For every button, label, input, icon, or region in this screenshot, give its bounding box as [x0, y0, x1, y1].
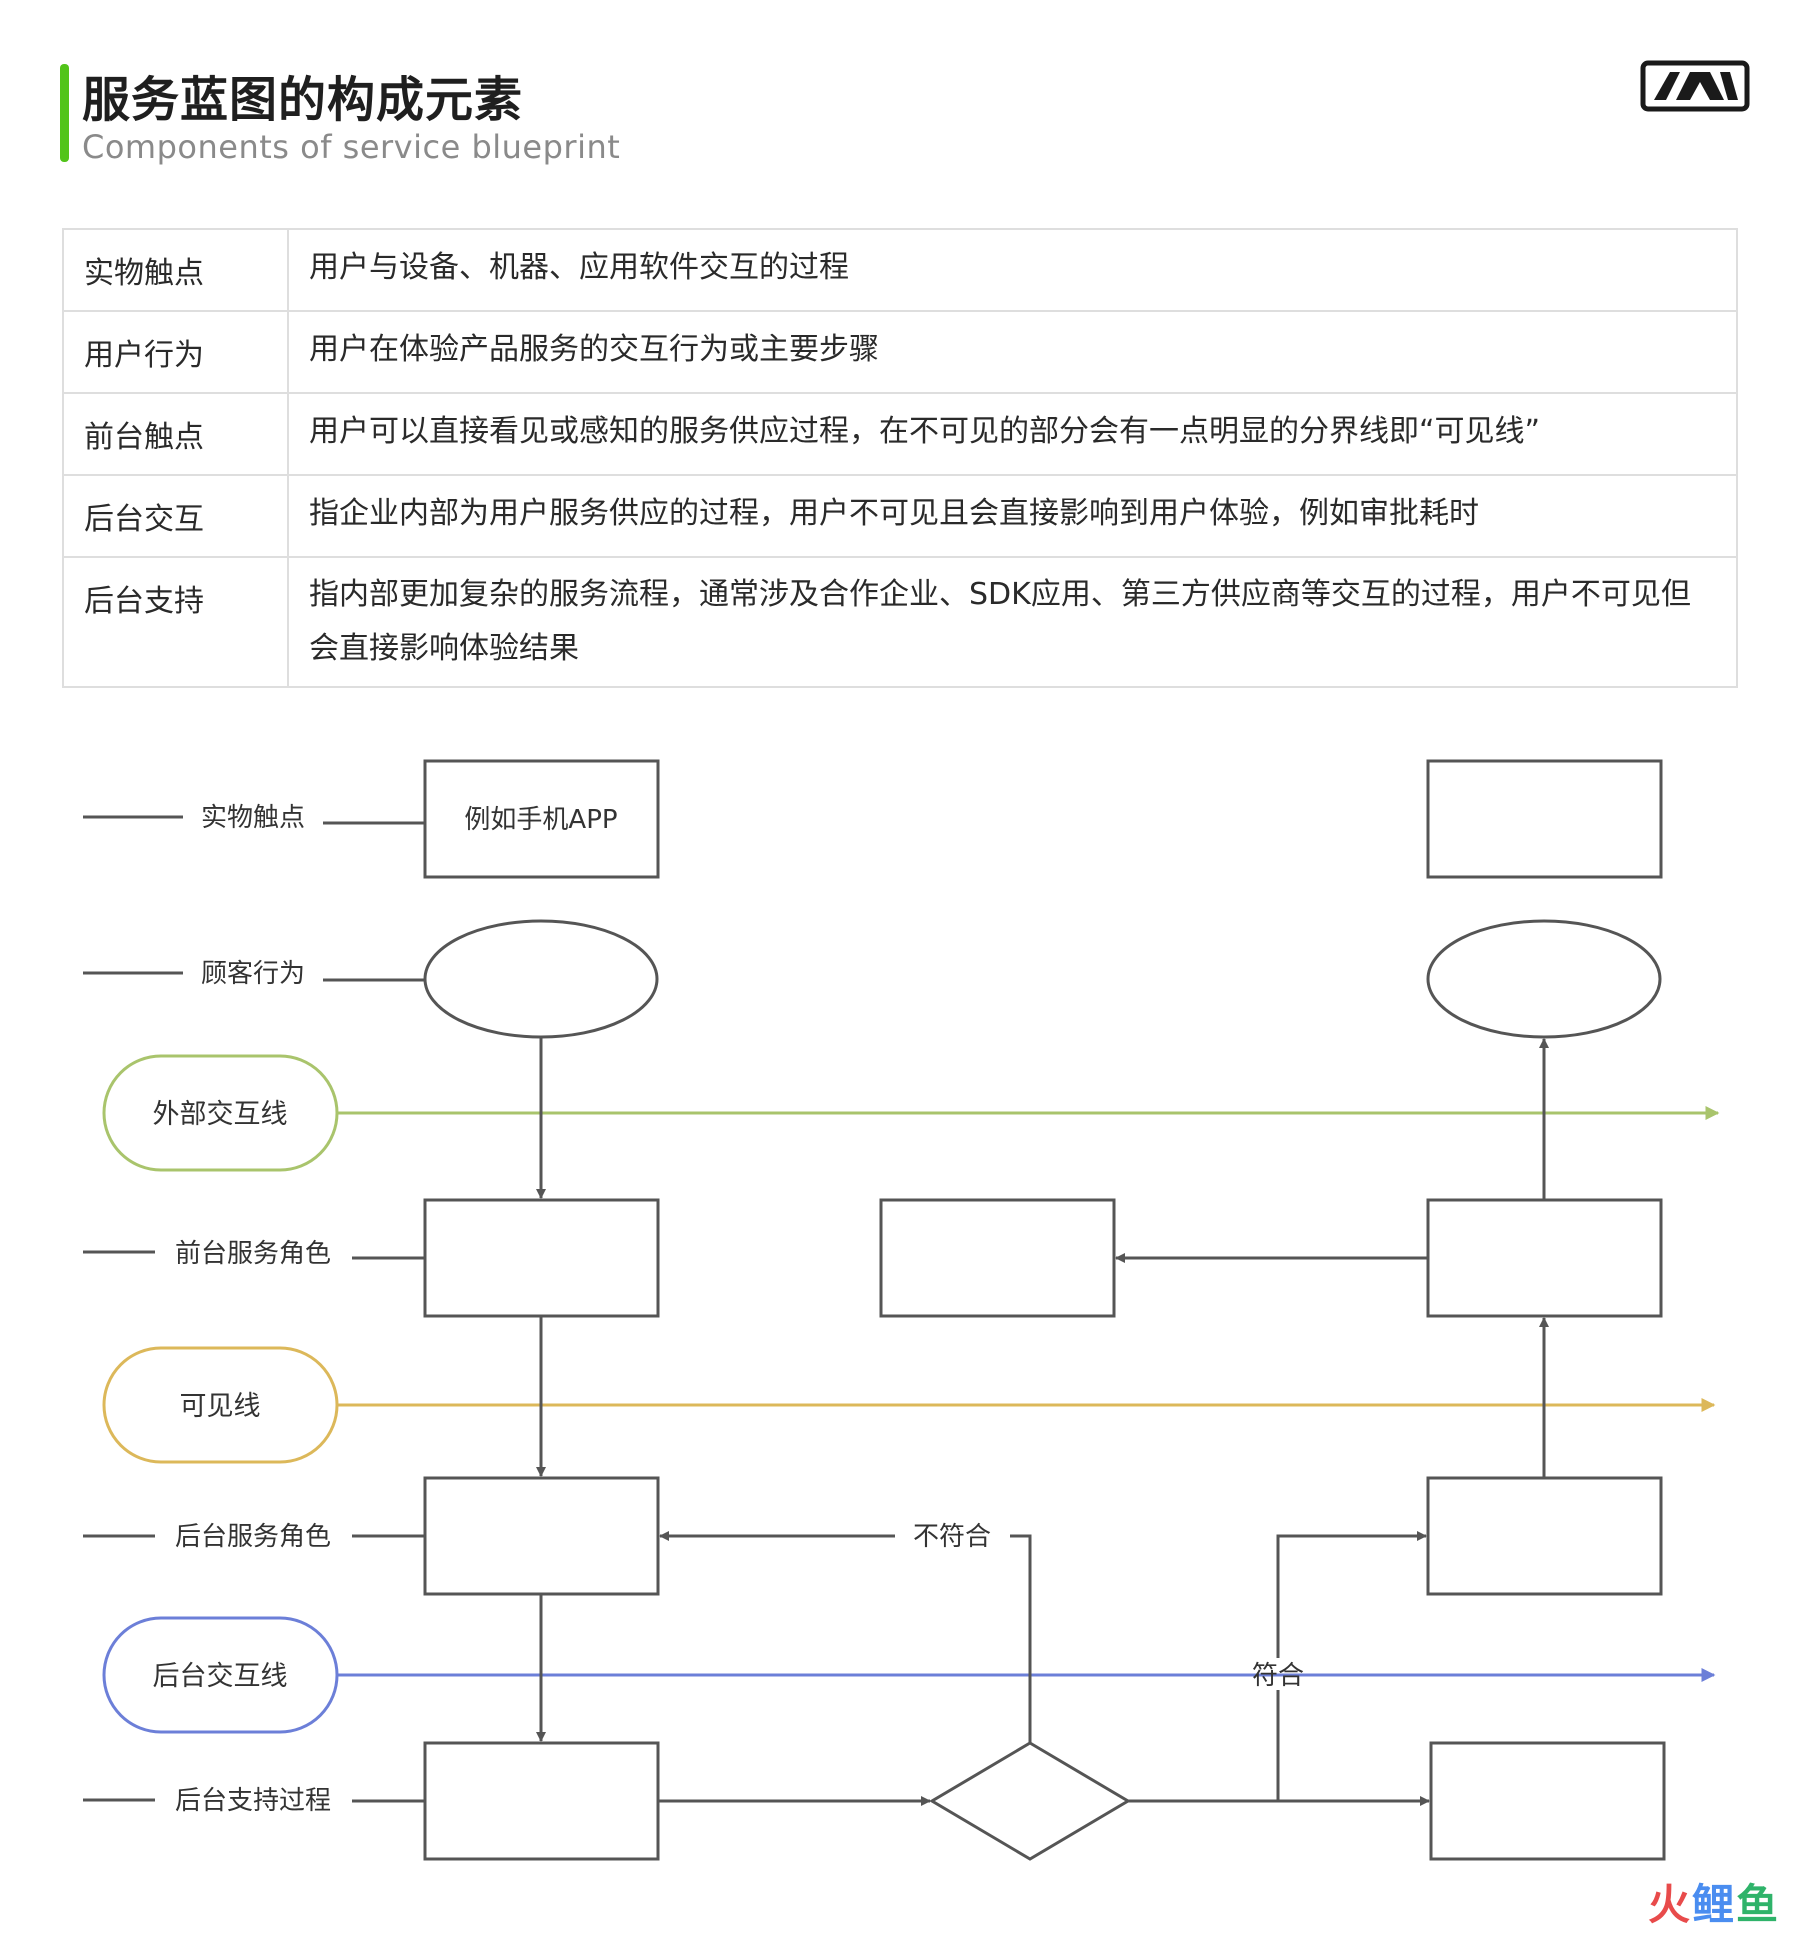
external-line-label: 外部交互线 — [153, 1099, 288, 1130]
support-box — [423, 1741, 660, 1861]
right-customer-ellipse — [1426, 919, 1662, 1039]
internal-line-label: 后台交互线 — [153, 1661, 288, 1692]
desc-cell: 用户可以直接看见或感知的服务供应过程，在不可见的部分会有一点明显的分界线即“可见… — [287, 392, 1738, 476]
table-row: 后台交互 指企业内部为用户服务供应的过程，用户不可见且会直接影响到用户体验，例如… — [62, 474, 1738, 558]
accent-bar — [60, 64, 69, 162]
term-cell: 用户行为 — [62, 310, 289, 394]
row-label-physical: 实物触点 — [201, 803, 305, 833]
row-backstage: 后台服务角色 — [83, 1522, 425, 1552]
term-cell: 实物触点 — [62, 228, 289, 312]
visibility-line-label: 可见线 — [180, 1391, 261, 1422]
table-row: 用户行为 用户在体验产品服务的交互行为或主要步骤 — [62, 310, 1738, 394]
row-customer: 顾客行为 — [83, 959, 425, 989]
table-row: 后台支持 指内部更加复杂的服务流程，通常涉及合作企业、SDK应用、第三方供应商等… — [62, 556, 1738, 688]
row-label-backstage: 后台服务角色 — [175, 1522, 331, 1552]
term-cell: 后台支持 — [62, 556, 289, 688]
right-physical-box — [1426, 759, 1663, 879]
desc-cell: 用户与设备、机器、应用软件交互的过程 — [287, 228, 1738, 312]
physical-box — [423, 759, 660, 879]
blueprint-diagram: 实物触点 顾客行为 前台服务角色 后台服务角色 后台支持过程 外部交互线 可见线… — [83, 759, 1720, 1861]
table-row: 前台触点 用户可以直接看见或感知的服务供应过程，在不可见的部分会有一点明显的分界… — [62, 392, 1738, 476]
row-label-support: 后台支持过程 — [175, 1786, 331, 1816]
page-title: 服务蓝图的构成元素 — [82, 72, 524, 128]
page-header: 服务蓝图的构成元素 Components of service blueprin… — [60, 60, 1750, 170]
no-match-label: 不符合 — [913, 1522, 991, 1552]
decision-diamond — [929, 1741, 1131, 1861]
right-backstage-box — [1426, 1476, 1663, 1596]
physical-box-label: 例如手机APP — [464, 805, 617, 835]
page-subtitle: Components of service blueprint — [82, 128, 621, 166]
frontstage-box — [423, 1198, 660, 1318]
match-label: 符合 — [1252, 1661, 1304, 1691]
term-cell: 后台交互 — [62, 474, 289, 558]
right-frontstage-box — [1426, 1198, 1663, 1318]
middle-frontstage-box — [879, 1198, 1116, 1318]
term-cell: 前台触点 — [62, 392, 289, 476]
visibility-line: 可见线 — [102, 1346, 1716, 1464]
internal-interaction-line: 后台交互线 — [102, 1616, 1716, 1734]
row-physical: 实物触点 — [83, 803, 425, 833]
row-frontstage: 前台服务角色 — [83, 1239, 425, 1269]
backstage-box — [423, 1476, 660, 1596]
desc-cell: 指内部更加复杂的服务流程，通常涉及合作企业、SDK应用、第三方供应商等交互的过程… — [287, 556, 1738, 688]
watermark-logo: 火鲤鱼 — [1647, 1880, 1780, 1929]
definitions-table: 实物触点 用户与设备、机器、应用软件交互的过程 用户行为 用户在体验产品服务的交… — [62, 228, 1738, 688]
external-interaction-line: 外部交互线 — [102, 1054, 1720, 1172]
desc-cell: 用户在体验产品服务的交互行为或主要步骤 — [287, 310, 1738, 394]
customer-action-ellipse — [423, 919, 659, 1039]
brand-logo-icon — [1640, 60, 1750, 112]
right-support-box — [1429, 1741, 1666, 1861]
table-row: 实物触点 用户与设备、机器、应用软件交互的过程 — [62, 228, 1738, 312]
row-support: 后台支持过程 — [83, 1786, 425, 1816]
desc-cell: 指企业内部为用户服务供应的过程，用户不可见且会直接影响到用户体验，例如审批耗时 — [287, 474, 1738, 558]
row-label-frontstage: 前台服务角色 — [175, 1239, 331, 1269]
row-label-customer: 顾客行为 — [201, 959, 305, 989]
